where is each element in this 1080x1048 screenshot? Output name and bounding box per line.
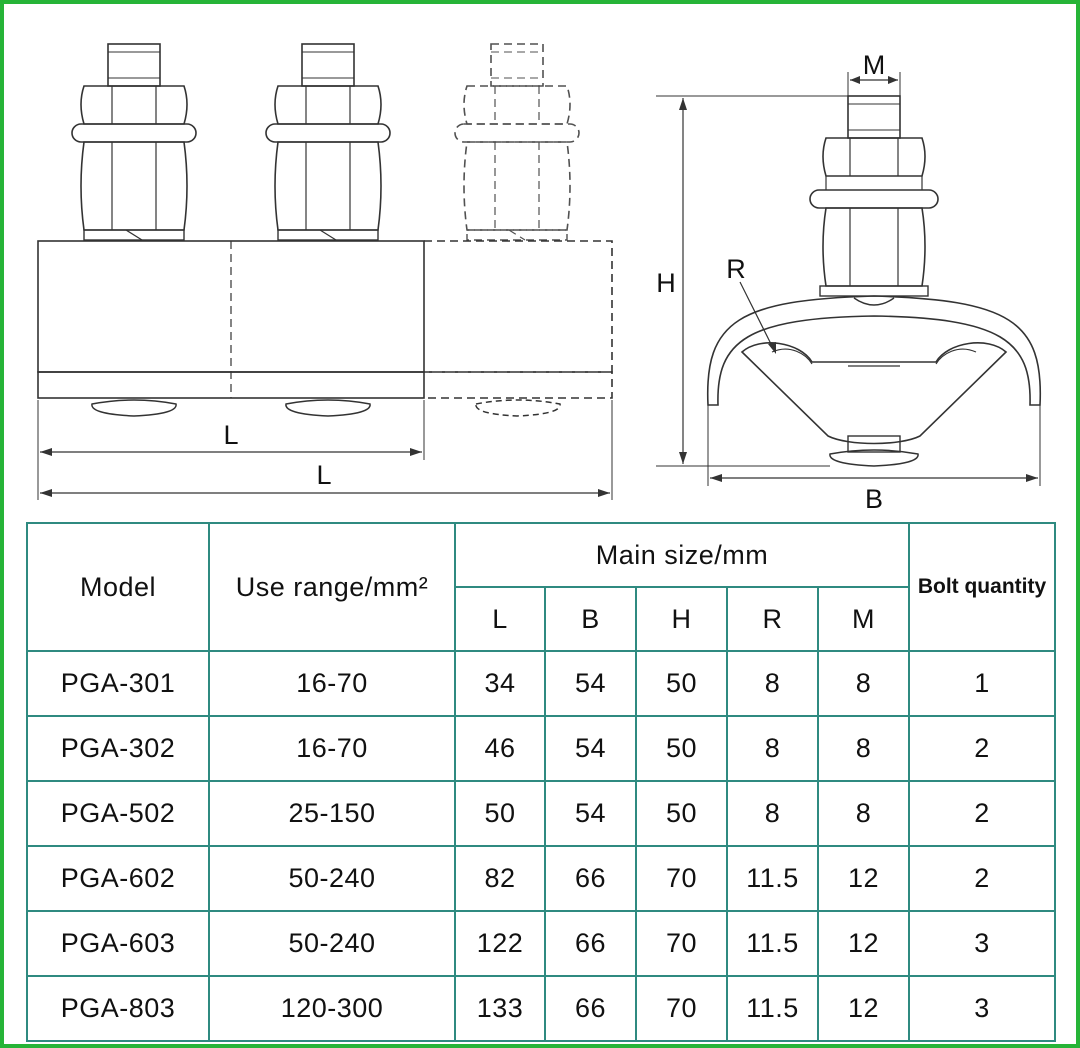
cell-r: 8 bbox=[726, 650, 819, 717]
cell-model: PGA-603 bbox=[26, 910, 210, 977]
cell-b: 54 bbox=[544, 715, 637, 782]
cell-m: 12 bbox=[817, 910, 910, 977]
side-view: R M H B bbox=[656, 50, 1042, 514]
subheader-l: L bbox=[454, 586, 546, 652]
cell-model: PGA-502 bbox=[26, 780, 210, 847]
table-subheader-row: L B H R M bbox=[27, 586, 1055, 652]
table-row: PGA-803 120-300 133 66 70 11.5 12 3 bbox=[26, 975, 1056, 1042]
cell-b: 66 bbox=[544, 975, 637, 1042]
header-model: Model bbox=[26, 522, 210, 652]
cell-b: 54 bbox=[544, 650, 637, 717]
cell-b: 66 bbox=[544, 845, 637, 912]
cell-m: 8 bbox=[817, 650, 910, 717]
subheader-m: M bbox=[817, 586, 910, 652]
subheader-r: R bbox=[726, 586, 819, 652]
table-row: PGA-301 16-70 34 54 50 8 8 1 bbox=[26, 650, 1056, 717]
cell-b: 54 bbox=[544, 780, 637, 847]
header-main-size: Main size/mm bbox=[454, 522, 910, 588]
cell-r: 11.5 bbox=[726, 910, 819, 977]
subheader-h: H bbox=[635, 586, 728, 652]
cell-h: 70 bbox=[635, 845, 728, 912]
cell-r: 8 bbox=[726, 715, 819, 782]
header-bolt-quantity: Bolt quantity bbox=[908, 522, 1056, 652]
height-label: H bbox=[656, 268, 676, 298]
bolt-1 bbox=[71, 43, 197, 241]
cell-range: 50-240 bbox=[208, 845, 456, 912]
subheader-b: B bbox=[544, 586, 637, 652]
bolt-size-label: M bbox=[863, 50, 886, 80]
cell-bolts: 3 bbox=[908, 910, 1056, 977]
cell-r: 8 bbox=[726, 780, 819, 847]
cell-m: 8 bbox=[817, 715, 910, 782]
cell-r: 11.5 bbox=[726, 845, 819, 912]
cell-l: 46 bbox=[454, 715, 546, 782]
cell-range: 16-70 bbox=[208, 650, 456, 717]
cell-l: 82 bbox=[454, 845, 546, 912]
cell-h: 50 bbox=[635, 780, 728, 847]
cell-range: 25-150 bbox=[208, 780, 456, 847]
cell-range: 16-70 bbox=[208, 715, 456, 782]
clamp-drawing: L L R bbox=[37, 43, 1042, 514]
cell-l: 34 bbox=[454, 650, 546, 717]
cell-model: PGA-302 bbox=[26, 715, 210, 782]
cell-h: 70 bbox=[635, 975, 728, 1042]
front-view: L L bbox=[37, 43, 613, 500]
table-row: PGA-502 25-150 50 54 50 8 8 2 bbox=[26, 780, 1056, 847]
cell-h: 50 bbox=[635, 715, 728, 782]
bolt-3-optional bbox=[454, 43, 580, 241]
cell-bolts: 3 bbox=[908, 975, 1056, 1042]
cell-bolts: 2 bbox=[908, 715, 1056, 782]
cell-bolts: 2 bbox=[908, 780, 1056, 847]
cell-l: 133 bbox=[454, 975, 546, 1042]
cell-m: 8 bbox=[817, 780, 910, 847]
cell-r: 11.5 bbox=[726, 975, 819, 1042]
dimension-l-inner-label: L bbox=[223, 420, 238, 450]
spec-table: Model Use range/mm² Main size/mm Bolt qu… bbox=[26, 522, 1056, 1042]
bolt-2 bbox=[265, 43, 391, 241]
width-label: B bbox=[865, 484, 883, 514]
cell-l: 122 bbox=[454, 910, 546, 977]
cell-range: 50-240 bbox=[208, 910, 456, 977]
cell-h: 50 bbox=[635, 650, 728, 717]
dimension-l-outer-label: L bbox=[316, 460, 331, 490]
cell-b: 66 bbox=[544, 910, 637, 977]
table-header-row: Model Use range/mm² Main size/mm Bolt qu… bbox=[26, 522, 1056, 652]
radius-label: R bbox=[726, 254, 746, 284]
cell-m: 12 bbox=[817, 845, 910, 912]
cell-m: 12 bbox=[817, 975, 910, 1042]
cell-h: 70 bbox=[635, 910, 728, 977]
cell-model: PGA-301 bbox=[26, 650, 210, 717]
cell-model: PGA-803 bbox=[26, 975, 210, 1042]
table-row: PGA-302 16-70 46 54 50 8 8 2 bbox=[26, 715, 1056, 782]
table-row: PGA-602 50-240 82 66 70 11.5 12 2 bbox=[26, 845, 1056, 912]
cell-bolts: 2 bbox=[908, 845, 1056, 912]
cell-model: PGA-602 bbox=[26, 845, 210, 912]
cell-range: 120-300 bbox=[208, 975, 456, 1042]
cell-l: 50 bbox=[454, 780, 546, 847]
cell-bolts: 1 bbox=[908, 650, 1056, 717]
header-use-range: Use range/mm² bbox=[208, 522, 456, 652]
table-row: PGA-603 50-240 122 66 70 11.5 12 3 bbox=[26, 910, 1056, 977]
